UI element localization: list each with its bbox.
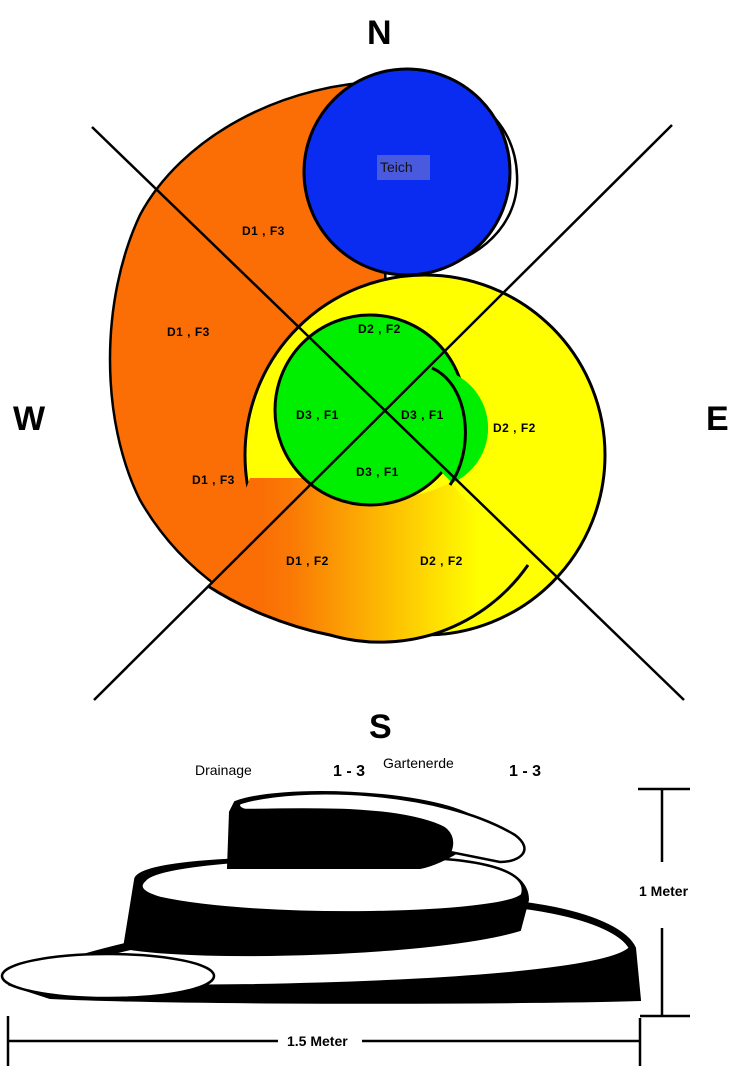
height-label: 1 Meter — [639, 883, 689, 899]
pond-side — [0, 952, 216, 1000]
spiral-top-view: Teich D1 , F3 D1 , F3 D1 , F3 D1 , F2 D2… — [91, 67, 685, 701]
compass-east: E — [706, 400, 729, 438]
drainage-label: Drainage — [195, 762, 252, 778]
spiral-side-view: Drainage 1 - 3 Gartenerde 1 - 3 1 Meter … — [0, 755, 690, 1066]
zone-label-green-bottom: D3 , F1 — [356, 465, 399, 479]
soil-label: Gartenerde — [383, 755, 454, 771]
zone-label-yellow-top: D2 , F2 — [358, 322, 401, 336]
drainage-ratio: 1 - 3 — [333, 763, 365, 780]
zone-label-bottom-right: D2 , F2 — [420, 554, 463, 568]
zone-label-green-left: D3 , F1 — [296, 408, 339, 422]
diagonal-nw-se — [91, 126, 685, 701]
gradient-zone-bottom — [210, 478, 528, 643]
zone-label-orange-top: D1 , F3 — [242, 224, 285, 238]
zone-label-orange-mid: D1 , F3 — [167, 325, 210, 339]
compass-west: W — [13, 400, 46, 438]
zone-label-orange-low: D1 , F3 — [192, 473, 235, 487]
compass-north: N — [367, 14, 392, 52]
compass-south: S — [369, 708, 392, 746]
width-label: 1.5 Meter — [287, 1033, 348, 1049]
zone-label-green-right: D3 , F1 — [401, 408, 444, 422]
pond-label-bg — [377, 155, 430, 180]
soil-ratio: 1 - 3 — [509, 763, 541, 780]
zone-label-yellow-right: D2 , F2 — [493, 421, 536, 435]
pond-label: Teich — [380, 159, 413, 175]
diagonal-ne-sw — [93, 124, 673, 701]
zone-label-bottom-left: D1 , F2 — [286, 554, 329, 568]
